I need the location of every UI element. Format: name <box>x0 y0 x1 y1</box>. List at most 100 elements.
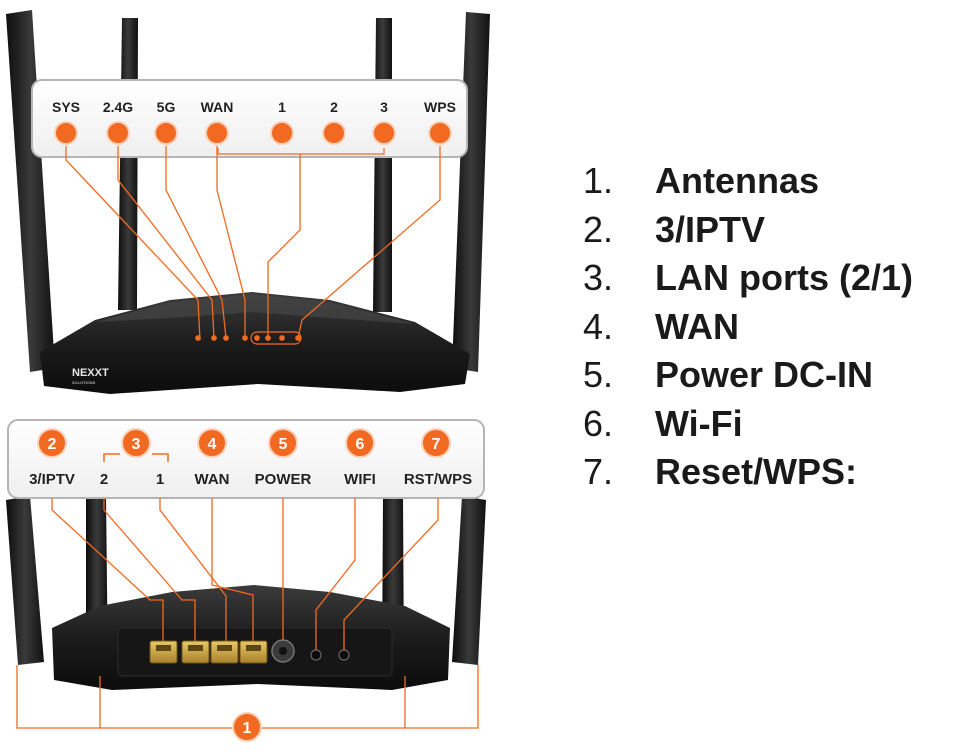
back-port-labels: 3/IPTV 2 1 WAN POWER WIFI RST/WPS <box>29 471 472 488</box>
back-leader-lines <box>51 498 439 650</box>
led-dot-2 <box>154 121 178 145</box>
legend-number: 1. <box>583 160 614 201</box>
lan-led-bracket <box>217 148 385 155</box>
port-label-3: WAN <box>195 471 230 488</box>
legend-label: 3/IPTV <box>655 208 766 250</box>
router-led-marker-1 <box>211 335 217 341</box>
legend-label: Wi-Fi <box>655 402 743 444</box>
legend-number: 2. <box>583 208 614 250</box>
badge-circle-5 <box>268 428 298 458</box>
router-led-marker-4 <box>254 335 260 341</box>
antenna-front-far-left <box>6 10 55 372</box>
badge-circle-4 <box>197 428 227 458</box>
router-led-marker-5 <box>265 335 271 341</box>
legend-item-5: 5. Power DC-IN <box>583 354 913 403</box>
led-indicators: SYS 2.4G 5G WAN 1 2 3 WPS <box>52 99 456 145</box>
router-led-marker-2 <box>223 335 229 341</box>
led-label-6: 3 <box>380 99 388 115</box>
port-label-0: 3/IPTV <box>29 471 75 488</box>
led-leader-0 <box>65 146 201 341</box>
antenna-front-far-right <box>452 12 490 372</box>
port-lan-2 <box>181 640 210 664</box>
legend-label: WAN <box>655 305 739 347</box>
back-badges: 2 3 4 5 6 7 <box>37 428 451 458</box>
led-dot-7 <box>428 121 452 145</box>
led-dot-0 <box>54 121 78 145</box>
port-3-iptv <box>149 640 178 664</box>
port-label-4: POWER <box>255 471 312 488</box>
rst-wps-button <box>338 649 350 661</box>
legend-item-7: 7. Reset/WPS: <box>583 451 913 500</box>
led-dot-3 <box>205 121 229 145</box>
led-label-7: WPS <box>424 99 456 115</box>
legend-item-4: 4. WAN <box>583 306 913 355</box>
legend-list: 1. Antennas 2. 3/IPTV 3. LAN ports (2/1) 4. WAN… <box>583 160 913 500</box>
led-dot-4 <box>270 121 294 145</box>
antenna-back-far-right <box>452 496 486 665</box>
badge-circle-3 <box>121 428 151 458</box>
legend-item-6: 6. Wi-Fi <box>583 403 913 452</box>
legend-number: 4. <box>583 305 614 347</box>
led-dot-6 <box>372 121 396 145</box>
led-leader-2 <box>165 146 227 339</box>
router-led-marker-7 <box>295 335 301 341</box>
led-leader-3 <box>216 146 246 338</box>
legend-number: 6. <box>583 402 614 444</box>
led-leader-4 <box>267 154 301 338</box>
lan-group-bracket <box>103 453 169 462</box>
router-lan-led-group <box>250 331 302 345</box>
led-label-4: 1 <box>278 99 286 115</box>
legend-label: Reset/WPS: <box>655 451 858 492</box>
led-leader-5 <box>297 146 441 339</box>
badge-number-5: 5 <box>279 436 288 453</box>
port-label-1: 2 <box>100 471 108 488</box>
legend-number: 7. <box>583 451 614 492</box>
antenna-badge <box>232 712 262 742</box>
brand-logo-sub: SOLUTIONS <box>72 380 96 385</box>
port-label-6: RST/WPS <box>404 471 472 488</box>
badge-circle-7 <box>421 428 451 458</box>
antenna-back-far-left <box>6 496 44 665</box>
legend-label: Power DC-IN <box>655 354 874 395</box>
legend-item-1: 1. Antennas <box>583 160 913 209</box>
antenna-front-left <box>118 18 138 310</box>
port-lan-1 <box>210 640 239 664</box>
legend-number: 3. <box>583 257 614 298</box>
led-label-0: SYS <box>52 99 80 115</box>
brand-logo: NEXXT <box>72 367 109 379</box>
badge-number-6: 6 <box>356 436 365 453</box>
back-router <box>6 496 486 690</box>
led-leader-lines <box>65 146 441 345</box>
badge-circle-6 <box>345 428 375 458</box>
front-router: NEXXT SOLUTIONS <box>6 10 490 394</box>
router-led-marker-3 <box>242 335 248 341</box>
antenna-badge-number: 1 <box>243 720 252 737</box>
badge-number-7: 7 <box>432 436 441 453</box>
legend-number: 5. <box>583 354 614 395</box>
antenna-front-right <box>373 18 392 312</box>
badge-number-3: 3 <box>132 436 141 453</box>
led-dot-5 <box>322 121 346 145</box>
led-label-3: WAN <box>201 99 234 115</box>
router-led-marker-6 <box>279 335 285 341</box>
led-label-1: 2.4G <box>103 99 133 115</box>
port-wan <box>239 640 268 664</box>
legend-label: Antennas <box>655 160 820 201</box>
front-led-panel <box>31 79 468 158</box>
led-label-2: 5G <box>157 99 176 115</box>
led-leader-1 <box>117 146 215 339</box>
wifi-button <box>310 649 322 661</box>
badge-number-4: 4 <box>208 436 217 453</box>
led-dot-1 <box>106 121 130 145</box>
legend-label: LAN ports (2/1) <box>655 257 914 298</box>
badge-number-2: 2 <box>48 436 57 453</box>
legend-item-3: 3. LAN ports (2/1) <box>583 257 913 306</box>
port-label-2: 1 <box>156 471 164 488</box>
router-led-marker-0 <box>195 335 201 341</box>
badge-circle-2 <box>37 428 67 458</box>
led-label-5: 2 <box>330 99 338 115</box>
antenna-leader-lines <box>16 665 479 729</box>
legend-item-2: 2. 3/IPTV <box>583 209 913 258</box>
port-label-5: WIFI <box>344 471 376 488</box>
